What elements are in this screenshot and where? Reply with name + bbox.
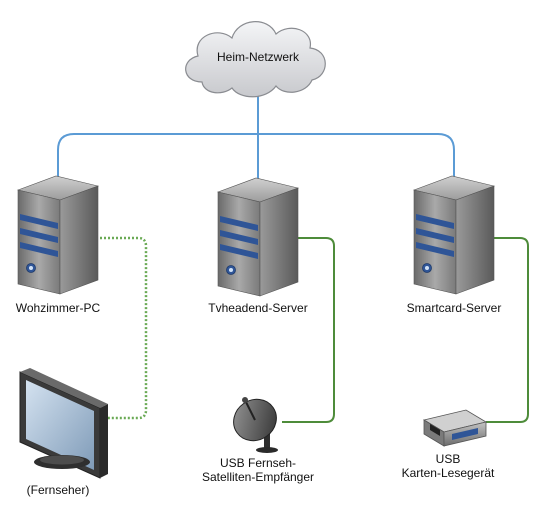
node-label-tv: (Fernseher): [26, 483, 90, 497]
node-label-smartcard-server: Smartcard-Server: [406, 301, 502, 315]
cloud-icon: [185, 21, 326, 98]
tv-monitor-icon: [19, 368, 108, 479]
usb-link-card-reader: [486, 237, 529, 423]
node-label-tvheadend-server: Tvheadend-Server: [208, 301, 308, 315]
node-label-satellite-receiver-line2: Satelliten-Empfänger: [201, 470, 315, 484]
node-label-satellite-receiver-line1: USB Fernseh-: [219, 456, 297, 470]
node-label-living-room-pc: Wohzimmer-PC: [15, 301, 101, 315]
card-reader-icon: [422, 409, 488, 447]
server-icon-living-room-pc: [17, 175, 99, 295]
satellite-dish-icon: [233, 397, 278, 453]
network-link-smartcard: [258, 133, 455, 185]
node-label-card-reader-line2: Karten-Lesegerät: [401, 466, 495, 480]
network-link-pc: [57, 133, 258, 185]
server-icon-smartcard: [413, 175, 495, 295]
display-link-pc-tv: [96, 236, 148, 420]
usb-link-satellite: [282, 237, 335, 423]
cloud-label: Heim-Netzwerk: [216, 50, 299, 64]
node-label-card-reader-line1: USB: [435, 452, 461, 466]
server-icon-tvheadend: [217, 177, 299, 297]
